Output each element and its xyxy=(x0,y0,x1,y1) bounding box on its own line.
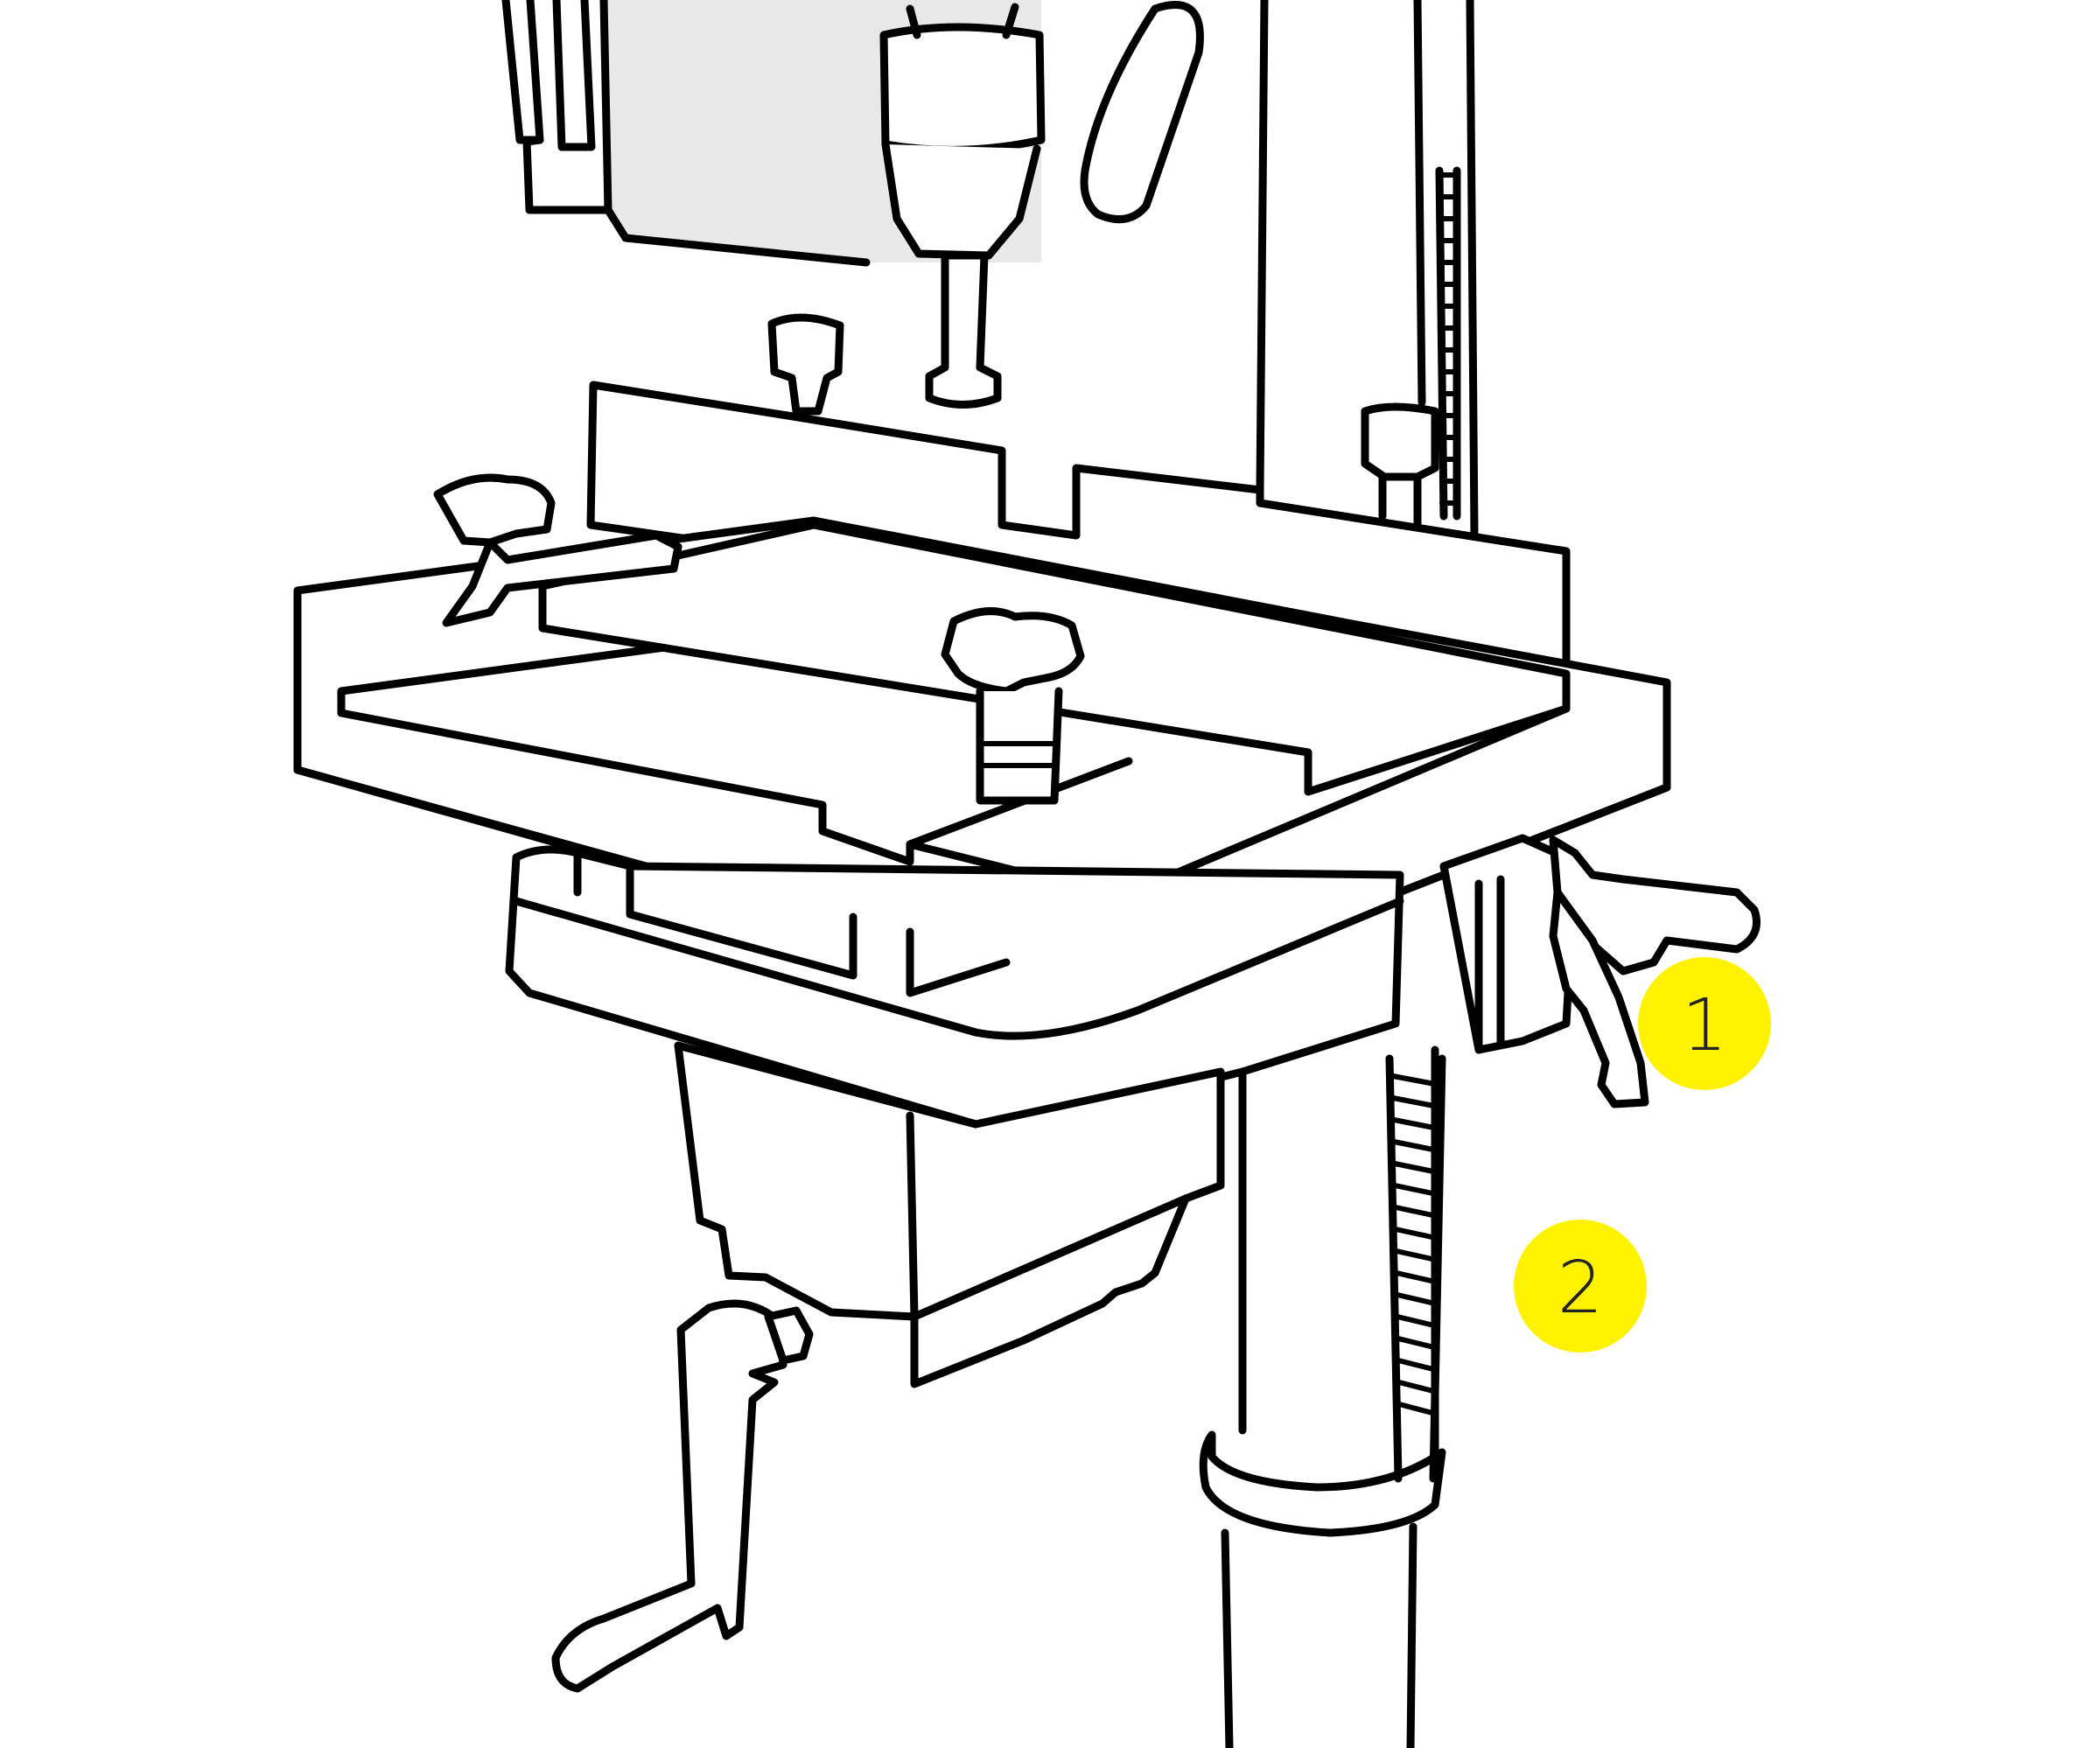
callout-1-marker xyxy=(1638,957,1771,1090)
column-upper xyxy=(1256,0,1479,538)
callout-2-marker xyxy=(1514,1220,1647,1353)
column-rack xyxy=(1435,166,1461,521)
callout-2: 2 xyxy=(1514,1220,1647,1353)
callout-1: 1 xyxy=(1638,957,1771,1090)
table-crank-handle xyxy=(551,1299,814,1693)
drill-head xyxy=(501,0,1204,409)
column-lock-lever xyxy=(1439,834,1760,1108)
lower-rack xyxy=(1385,1054,1446,1483)
table-support xyxy=(505,845,1404,1388)
column-lower xyxy=(1199,1045,1446,1748)
callout-1-label: 1 xyxy=(1682,984,1727,1067)
callout-2-label: 2 xyxy=(1558,1247,1603,1330)
